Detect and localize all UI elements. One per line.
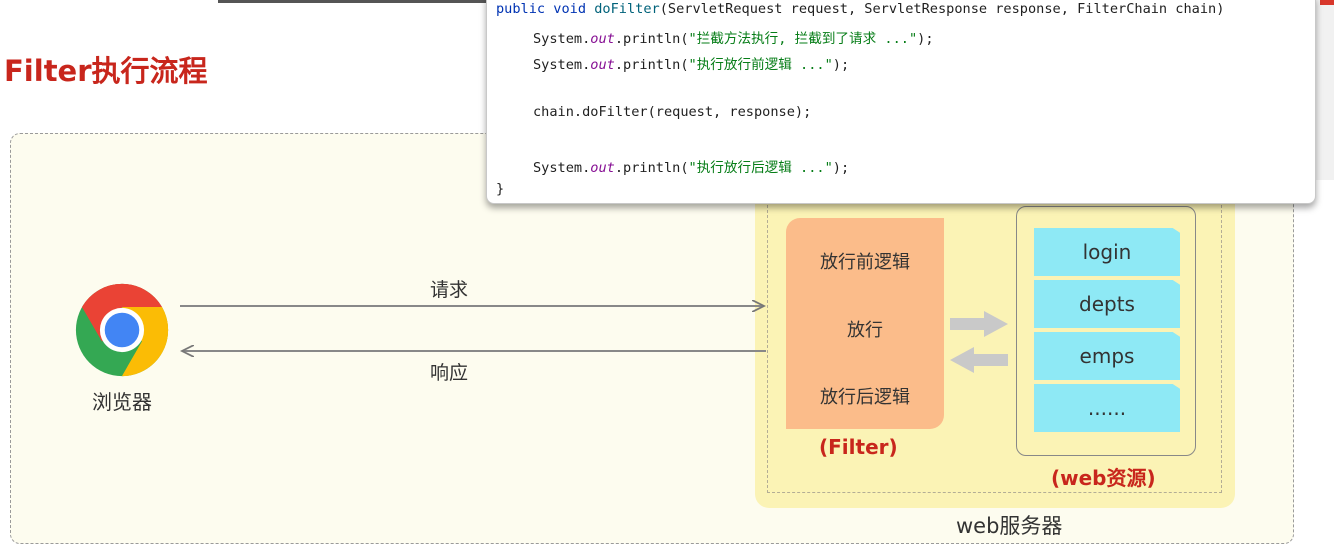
code-token: .println(: [614, 31, 689, 47]
code-token: out: [590, 160, 615, 176]
code-keyword: public void: [496, 1, 595, 17]
resource-login: login: [1034, 228, 1180, 276]
code-closing-brace: }: [496, 181, 505, 197]
code-panel: public void doFilter(ServletRequest requ…: [486, 0, 1316, 204]
browser-label: 浏览器: [92, 390, 152, 414]
resource-depts: depts: [1034, 280, 1180, 328]
request-label: 请求: [430, 279, 469, 301]
filter-step-after: 放行后逻辑: [820, 387, 910, 408]
code-token: System.: [533, 57, 591, 73]
code-line-3: chain.doFilter(request, response);: [533, 104, 812, 120]
scrollbar-track: [1314, 0, 1334, 180]
web-server-caption: web服务器: [956, 514, 1063, 538]
code-token: );: [917, 31, 934, 47]
code-method-name: doFilter: [594, 1, 660, 17]
filter-step-before: 放行前逻辑: [820, 252, 910, 273]
top-divider: [218, 0, 488, 3]
code-token: .println(: [614, 57, 689, 73]
code-string: "执行放行后逻辑 ...": [688, 160, 833, 176]
code-line-1: System.out.println("拦截方法执行, 拦截到了请求 ...")…: [533, 27, 934, 47]
forward-block-arrow: [950, 311, 1008, 337]
code-token: out: [590, 57, 615, 73]
code-params: (ServletRequest request, ServletResponse…: [659, 1, 1225, 17]
corner-marker: [1320, 0, 1334, 5]
backward-block-arrow: [950, 347, 1008, 373]
code-token: System.: [533, 160, 591, 176]
filter-box: [786, 218, 944, 429]
page-title: Filter执行流程: [4, 54, 208, 88]
code-token: out: [590, 31, 615, 47]
code-line-2: System.out.println("执行放行前逻辑 ...");: [533, 53, 849, 73]
code-token: System.: [533, 31, 591, 47]
chrome-icon: [75, 283, 169, 377]
web-resources-frame: [1016, 206, 1196, 456]
code-token: .println(: [614, 160, 689, 176]
code-string: "执行放行前逻辑 ...": [688, 57, 833, 73]
code-token: );: [832, 57, 850, 73]
filter-step-pass: 放行: [847, 320, 883, 341]
code-line-4: System.out.println("执行放行后逻辑 ...");: [533, 156, 849, 176]
code-token: );: [832, 160, 850, 176]
code-signature: public void doFilter(ServletRequest requ…: [496, 1, 1224, 17]
resource-more: ......: [1034, 384, 1180, 432]
code-string: "拦截方法执行, 拦截到了请求 ...": [688, 31, 918, 47]
resource-emps: emps: [1034, 332, 1180, 380]
filter-label: (Filter): [819, 435, 898, 459]
web-resources-label: (web资源): [1051, 466, 1156, 490]
response-label: 响应: [430, 362, 469, 384]
